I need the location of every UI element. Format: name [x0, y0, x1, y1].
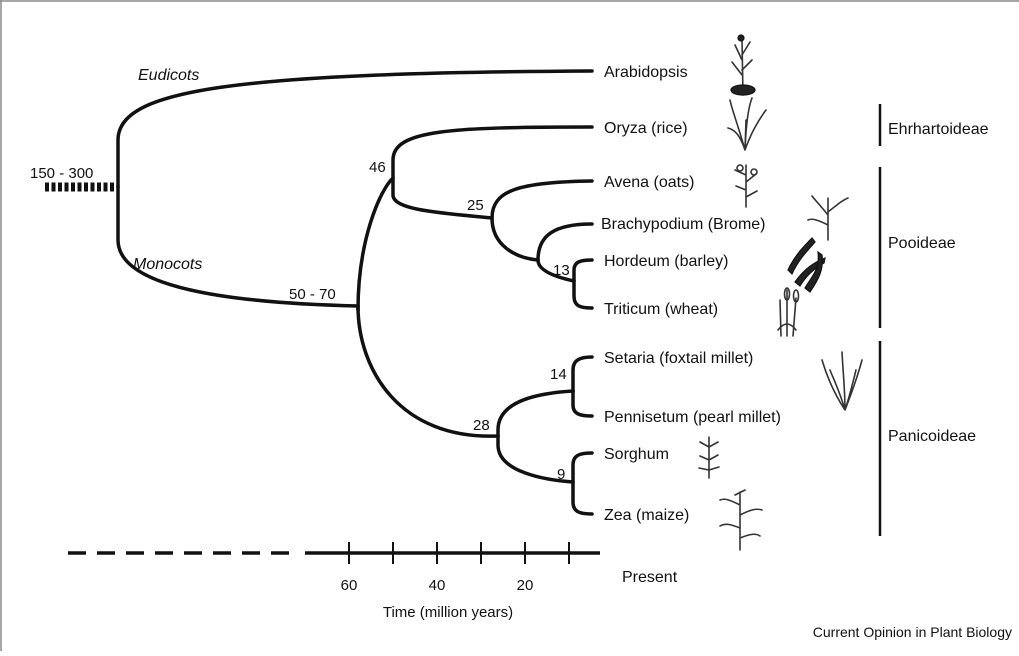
clade-label-eudicots: Eudicots — [138, 67, 199, 84]
taxon-hordeum: Hordeum (barley) — [604, 253, 728, 270]
zea-illustration — [720, 490, 762, 550]
node-age-triticeae: 13 — [553, 262, 570, 279]
taxon-zea: Zea (maize) — [604, 507, 689, 524]
branch-brachypodium — [538, 224, 592, 260]
node-age-root: 150 - 300 — [30, 165, 93, 182]
oryza-illustration — [728, 98, 766, 150]
taxon-sorghum: Sorghum — [604, 446, 669, 463]
time-axis-title: Time (million years) — [383, 604, 513, 621]
node-age-millets: 14 — [550, 366, 567, 383]
branch-sorghum — [573, 453, 592, 482]
setaria-illustration — [822, 352, 862, 410]
branch-monocots-crown — [358, 178, 393, 310]
subfamily-panicoideae: Panicoideae — [888, 428, 976, 445]
branch-hordeum — [574, 260, 592, 281]
time-axis-present-label: Present — [622, 569, 678, 586]
branch-avena — [492, 181, 592, 218]
triticum-illustration — [778, 288, 799, 336]
node-age-monocots: 50 - 70 — [289, 286, 336, 303]
node-age-panicoideae: 28 — [473, 417, 490, 434]
branch-setaria — [573, 357, 592, 391]
branch-zea — [573, 482, 592, 514]
node-age-bop: 46 — [369, 159, 386, 176]
taxon-setaria: Setaria (foxtail millet) — [604, 350, 753, 367]
node-age-andropogoneae: 9 — [557, 466, 565, 483]
avena-illustration — [735, 165, 757, 207]
node-age-pooideae: 25 — [467, 197, 484, 214]
branch-oryza — [393, 127, 592, 178]
branch-triticum — [574, 281, 592, 308]
branch-pennisetum — [573, 391, 592, 416]
hordeum-illustration — [788, 238, 825, 292]
subfamily-ehrhartoideae: Ehrhartoideae — [888, 121, 989, 138]
clade-label-monocots: Monocots — [133, 256, 202, 273]
brachypodium-illustration — [808, 196, 848, 240]
branch-millets-stem — [498, 391, 573, 436]
arabidopsis-illustration — [731, 35, 755, 95]
time-tick-label: 60 — [341, 577, 358, 594]
time-tick-label: 20 — [517, 577, 534, 594]
subfamily-pooideae: Pooideae — [888, 235, 956, 252]
time-tick-label: 40 — [429, 577, 446, 594]
figure-credit: Current Opinion in Plant Biology — [813, 624, 1012, 640]
sorghum-illustration — [699, 437, 719, 478]
taxon-oryza: Oryza (rice) — [604, 120, 688, 137]
taxon-brachypodium: Brachypodium (Brome) — [601, 216, 766, 233]
branch-core-pooideae — [492, 218, 538, 260]
taxon-triticum: Triticum (wheat) — [604, 301, 718, 318]
taxon-pennisetum: Pennisetum (pearl millet) — [604, 409, 781, 426]
taxon-arabidopsis: Arabidopsis — [604, 64, 688, 81]
taxon-avena: Avena (oats) — [604, 174, 694, 191]
